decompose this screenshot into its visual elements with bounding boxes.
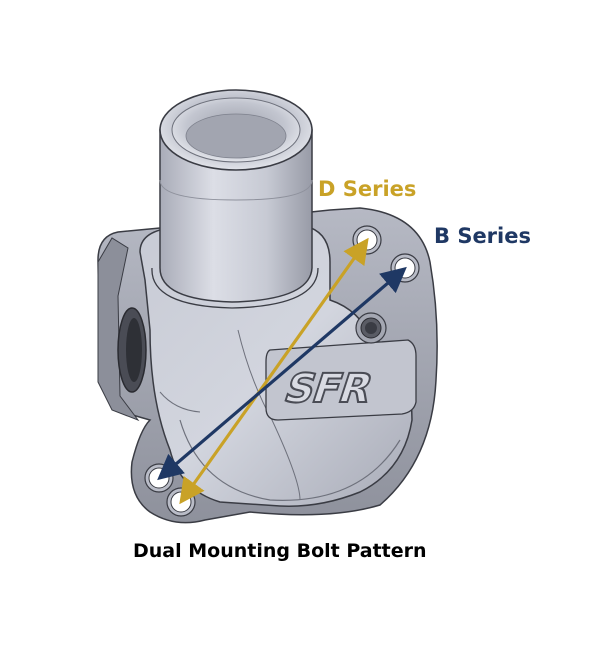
side-flange-face <box>97 237 140 422</box>
d-series-label: D Series <box>318 177 417 201</box>
caption: Dual Mounting Bolt Pattern <box>133 540 427 562</box>
threaded-port <box>355 312 387 344</box>
sfr-logo: SFR <box>278 364 380 413</box>
bolt-hole-d-top <box>352 225 382 255</box>
bolt-hole-d-bottom <box>166 487 196 517</box>
b-series-arrow <box>157 266 407 481</box>
svg-text:SFR: SFR <box>279 365 379 412</box>
b-series-label: B Series <box>434 224 531 248</box>
